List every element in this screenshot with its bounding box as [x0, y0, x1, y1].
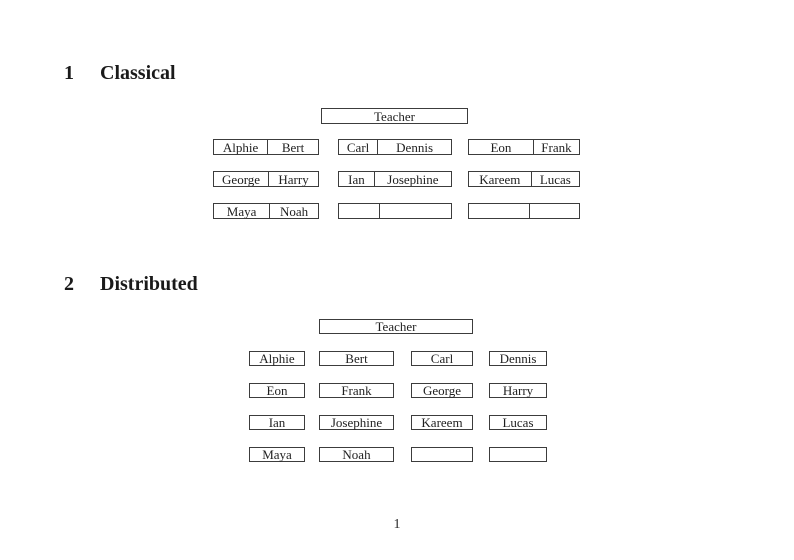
section-title: Classical [100, 62, 176, 84]
seat: Eon [249, 383, 305, 398]
seat-empty [469, 204, 530, 218]
seat: Dennis [396, 140, 434, 154]
teacher-box: Teacher [321, 108, 468, 124]
seat: Noah [279, 204, 309, 218]
seat: Alphie [214, 140, 269, 154]
seat: Harry [489, 383, 547, 398]
seat-empty [411, 447, 473, 462]
seat: Maya [249, 447, 305, 462]
section-title: Distributed [100, 273, 198, 295]
seat: Josephine [387, 172, 439, 186]
seat: Bert [319, 351, 394, 366]
section-heading-distributed: 2 Distributed [64, 274, 198, 294]
seat: Eon [469, 140, 534, 154]
section-number: 1 [64, 62, 74, 84]
desk: Alphie Bert [213, 139, 319, 155]
teacher-box: Teacher [319, 319, 473, 334]
section-number: 2 [64, 273, 74, 295]
seat: Noah [319, 447, 394, 462]
seat: Bert [281, 140, 305, 154]
desk: Eon Frank [468, 139, 580, 155]
page-number: 1 [393, 517, 401, 532]
desk: Maya Noah [213, 203, 319, 219]
seat: Frank [541, 140, 572, 154]
seat: Ian [339, 172, 375, 186]
seat: Ian [249, 415, 305, 430]
seat: Dennis [489, 351, 547, 366]
seat: George [214, 172, 270, 186]
seat: Maya [214, 204, 271, 218]
desk: Ian Josephine [338, 171, 452, 187]
seat-empty [380, 204, 451, 218]
desk [338, 203, 452, 219]
seat: Frank [319, 383, 394, 398]
desk: George Harry [213, 171, 319, 187]
seat: Lucas [489, 415, 547, 430]
seat: Kareem [469, 172, 532, 186]
seat: Harry [278, 172, 309, 186]
seat-empty [339, 204, 381, 218]
seat: George [411, 383, 473, 398]
desk: Carl Dennis [338, 139, 452, 155]
section-heading-classical: 1 Classical [64, 63, 176, 83]
seat-empty [489, 447, 547, 462]
seat: Josephine [319, 415, 394, 430]
seat: Kareem [411, 415, 473, 430]
desk [468, 203, 580, 219]
desk: Kareem Lucas [468, 171, 580, 187]
seat: Lucas [539, 172, 571, 186]
seat: Carl [339, 140, 379, 154]
seat-empty [530, 204, 580, 218]
seat: Alphie [249, 351, 305, 366]
seat: Carl [411, 351, 473, 366]
